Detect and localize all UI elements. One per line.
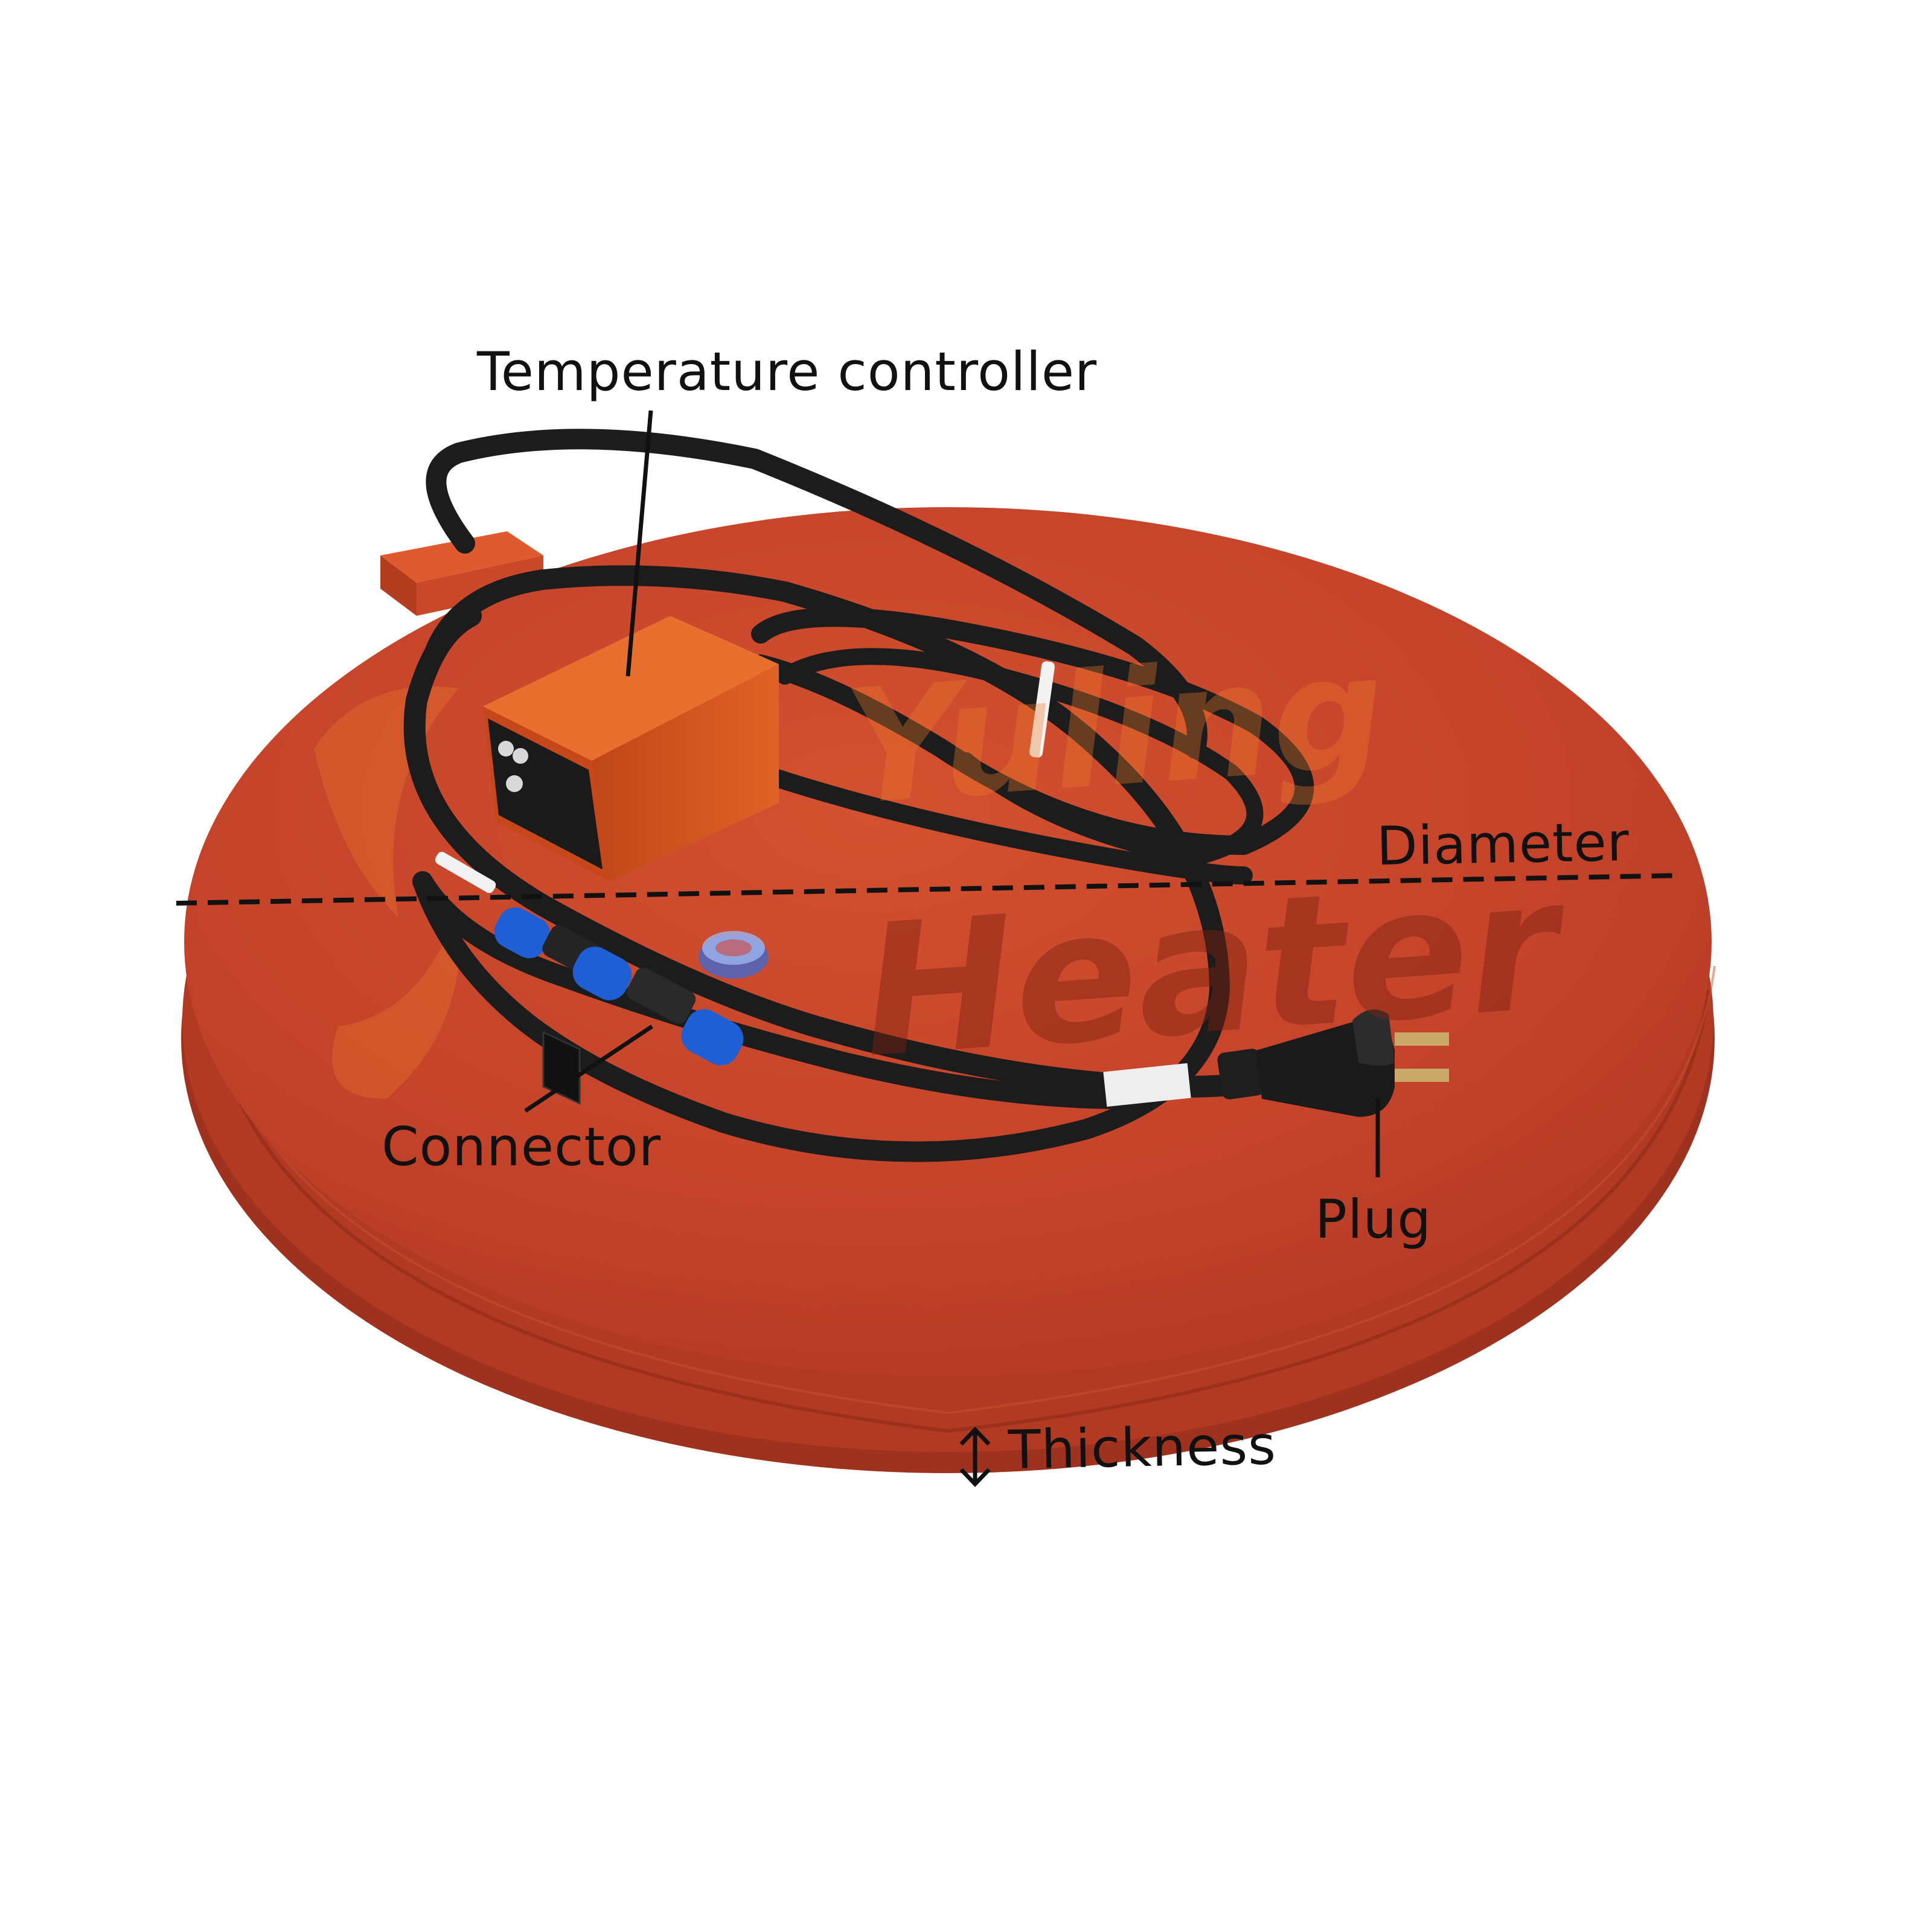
watermark-swoosh-icon-2: [332, 906, 461, 1099]
thickness-label: Thickness: [1008, 1414, 1277, 1481]
controller-button-set-icon: [513, 748, 528, 764]
temperature-controller-box: [483, 616, 779, 1105]
cable-tail: [752, 764, 1253, 884]
annotations: [176, 410, 1682, 1488]
cable-top-loop: [426, 429, 1208, 759]
connector-2: [572, 946, 696, 1024]
connector-pointer: [524, 1025, 653, 1113]
plug-pin-1: [1395, 1032, 1449, 1046]
connector-cap: [699, 931, 769, 979]
watermark-swoosh-icon: [314, 686, 459, 918]
watermark-text-line1: Yuling: [839, 620, 1390, 840]
cable-label-tag: [1103, 1063, 1191, 1107]
controller-button-down-icon: [506, 775, 523, 792]
terminal-block: [380, 531, 543, 616]
plug-label: Plug: [1315, 1188, 1432, 1250]
thickness-arrow-icon: [959, 1426, 991, 1488]
plug-pin-2: [1395, 1069, 1449, 1082]
power-plug: [1103, 1009, 1449, 1117]
cable-coil-1: [751, 607, 1314, 855]
cable-ties: [435, 661, 1055, 894]
cable-coil-2: [776, 648, 1264, 866]
pad-side-seam: [203, 990, 1710, 1433]
diameter-label: Diameter: [1376, 810, 1630, 877]
temperature-controller-label: Temperature controller: [477, 341, 1098, 403]
temperature-controller-pointer: [625, 410, 653, 677]
watermark-logo: [314, 686, 461, 1099]
cable-to-plug: [412, 565, 1230, 1162]
controller-button-up-icon: [498, 741, 514, 756]
pad-side-seam-2: [198, 965, 1716, 1415]
connector-label: Connector: [382, 1116, 661, 1178]
connector-3: [681, 1009, 744, 1066]
waterproof-connectors: [494, 907, 769, 1066]
